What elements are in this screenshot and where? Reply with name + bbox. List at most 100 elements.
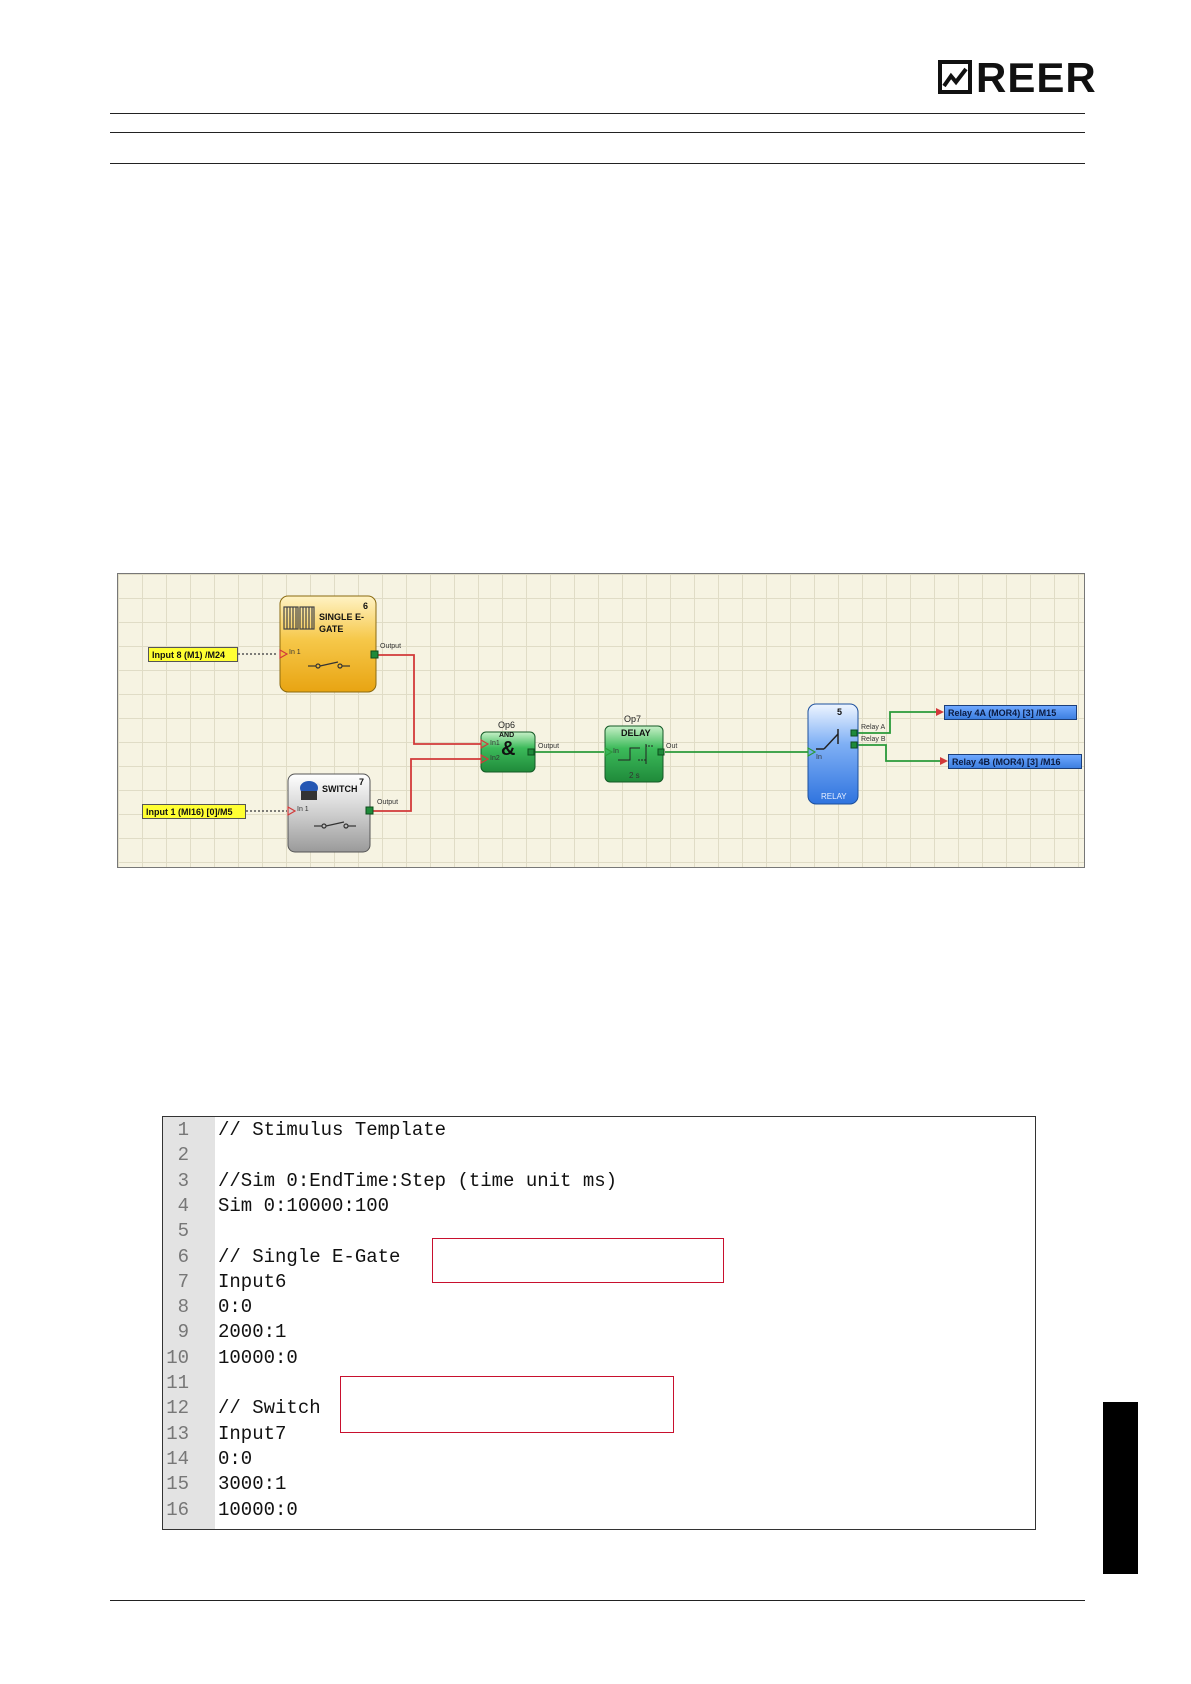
code-line: 4 Sim 0:10000:100 — [163, 1194, 1035, 1219]
switch-title: SWITCH — [322, 784, 358, 794]
and-block — [480, 731, 536, 773]
code-line: 12 // Switch — [163, 1396, 1035, 1421]
code-line: 8 0:0 — [163, 1295, 1035, 1320]
line-number: 5 — [177, 1220, 189, 1243]
line-number: 8 — [177, 1296, 189, 1319]
header-rule-top — [110, 113, 1085, 114]
code-line: 14 0:0 — [163, 1447, 1035, 1472]
relay-a-pin — [850, 729, 858, 737]
logo-text: REER — [976, 54, 1097, 101]
egate-block — [279, 595, 377, 693]
line-number: 16 — [166, 1498, 189, 1521]
line-number: 9 — [177, 1321, 189, 1344]
code-text: 10000:0 — [218, 1498, 298, 1521]
reer-logo-mark-icon — [938, 60, 972, 94]
code-line: 9 2000:1 — [163, 1320, 1035, 1345]
code-text: 2000:1 — [218, 1321, 287, 1344]
code-text: Sim 0:10000:100 — [218, 1194, 390, 1217]
relay-b-label: Relay B — [861, 736, 886, 743]
code-text: // Stimulus Template — [218, 1119, 447, 1141]
code-line: 5 — [163, 1219, 1035, 1244]
line-number: 6 — [177, 1245, 189, 1268]
code-line: 11 — [163, 1371, 1035, 1396]
delay-in-pin — [604, 746, 614, 758]
code-line: 2 — [163, 1143, 1035, 1168]
egate-out-label: Output — [380, 643, 402, 650]
and-in2-label: In2 — [490, 755, 500, 762]
egate-out-pin — [370, 650, 379, 659]
egate-title-line1: SINGLE E- — [319, 612, 365, 622]
and-symbol: & — [501, 738, 516, 760]
switch-to-and-wire — [373, 758, 481, 812]
gate-icon — [283, 606, 315, 630]
input-tag-8[interactable]: Input 8 (M1) /M24 — [148, 647, 238, 662]
switch-knob-icon — [300, 781, 318, 800]
switch-out-label: Output — [377, 799, 399, 806]
code-text: 3000:1 — [218, 1473, 287, 1496]
delay-op-label: Op7 — [624, 714, 642, 724]
switch-contact-icon — [314, 821, 356, 829]
delay-title: DELAY — [621, 728, 651, 738]
relay-in-pin — [807, 746, 817, 758]
delay-out-pin — [657, 748, 665, 756]
logic-diagram: Input 8 (M1) /M24 Input 1 (MI16) [0]/M5 … — [117, 573, 1085, 868]
code-line: 16 10000:0 — [163, 1498, 1035, 1523]
relay-number: 5 — [837, 707, 843, 717]
relay-b-wire — [853, 744, 940, 762]
code-line: 3//Sim 0:EndTime:Step (time unit ms) — [163, 1169, 1035, 1194]
egate-in-label: In 1 — [289, 649, 301, 656]
and-in2-pin — [480, 753, 490, 765]
code-text: 0:0 — [218, 1296, 253, 1319]
switch-in-pin — [287, 805, 297, 817]
and-title: AND — [499, 732, 515, 739]
diagram-canvas — [238, 595, 948, 853]
relay-contact-icon — [816, 729, 839, 750]
egate-number: 6 — [363, 601, 369, 611]
line-number: 12 — [166, 1397, 189, 1420]
and-out-label: Output — [538, 743, 560, 750]
line-number: 4 — [177, 1194, 189, 1217]
delay-in-label: In — [613, 748, 619, 755]
delay-waveform-icon — [618, 744, 654, 764]
out-a-arrow — [936, 708, 944, 716]
switch-number: 7 — [359, 777, 365, 787]
switch-in-label: In 1 — [297, 806, 309, 813]
and-in1-pin — [480, 738, 490, 750]
line-number-gutter — [163, 1117, 215, 1529]
relay-title: RELAY — [821, 792, 847, 801]
code-text: //Sim 0:EndTime:Step (time unit ms) — [218, 1169, 618, 1192]
header-rule-middle — [110, 132, 1085, 133]
line-number: 11 — [166, 1372, 189, 1394]
line-number: 14 — [166, 1447, 189, 1470]
highlight-box-egate — [432, 1238, 724, 1283]
and-op-label: Op6 — [498, 720, 516, 730]
line-number: 2 — [177, 1144, 189, 1167]
code-text: 0:0 — [218, 1447, 253, 1470]
output-tag-4a[interactable]: Relay 4A (MOR4) [3] /M15 — [944, 705, 1077, 720]
code-text: // Switch — [218, 1397, 321, 1420]
egate-to-and-wire — [376, 654, 481, 745]
relay-a-wire — [853, 711, 936, 734]
out-b-arrow — [940, 757, 948, 765]
relay-b-pin — [850, 741, 858, 749]
relay-in-label: In — [816, 754, 822, 761]
footer-rule — [110, 1600, 1085, 1601]
code-line: 1 // Stimulus Template — [163, 1118, 1035, 1143]
and-out-pin — [527, 748, 535, 756]
and-in1-label: In1 — [490, 740, 500, 747]
header-rule-bottom — [110, 163, 1085, 164]
egate-contact-icon — [308, 661, 350, 669]
line-number: 1 — [177, 1119, 189, 1141]
section-thumb-tab — [1103, 1402, 1138, 1574]
code-text: Input6 — [218, 1270, 287, 1293]
line-number: 7 — [177, 1270, 189, 1293]
reer-logo: REER — [938, 54, 1096, 101]
code-text: 10000:0 — [218, 1346, 298, 1369]
input-tag-1[interactable]: Input 1 (MI16) [0]/M5 — [142, 804, 246, 819]
code-line: 7 Input6 — [163, 1270, 1035, 1295]
output-tag-4b[interactable]: Relay 4B (MOR4) [3] /M16 — [948, 754, 1082, 769]
line-number: 15 — [166, 1473, 189, 1496]
